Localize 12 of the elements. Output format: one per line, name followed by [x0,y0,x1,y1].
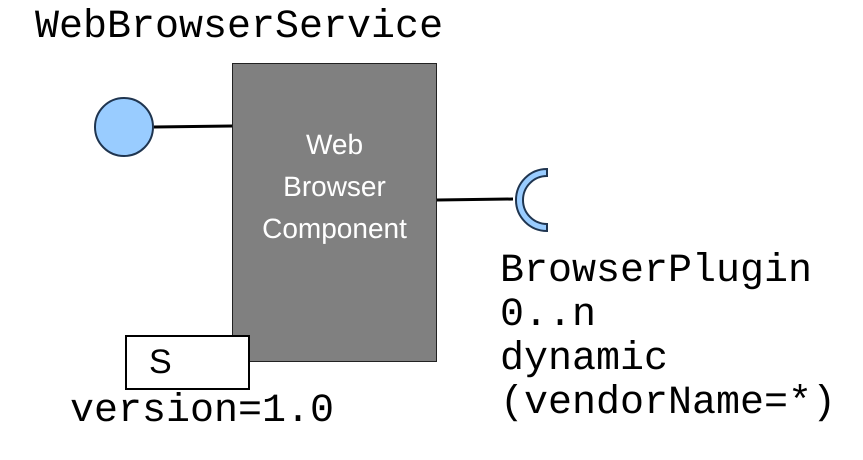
interface-annotation: dynamic [500,338,668,382]
version-label: version=1.0 [70,390,334,434]
interface-annotation: (vendorName=*) [500,382,836,426]
component-name: Web Browser Component [261,128,408,246]
interface-annotation: BrowserPlugin [500,250,812,294]
stereotype-box [125,335,250,390]
connector-line [436,198,514,202]
stereotype-label: S [149,343,172,382]
connector-line [154,124,232,128]
interface-name: WebBrowserService [35,6,444,50]
component-box [232,63,437,362]
interface-annotation: 0..n [500,294,596,338]
